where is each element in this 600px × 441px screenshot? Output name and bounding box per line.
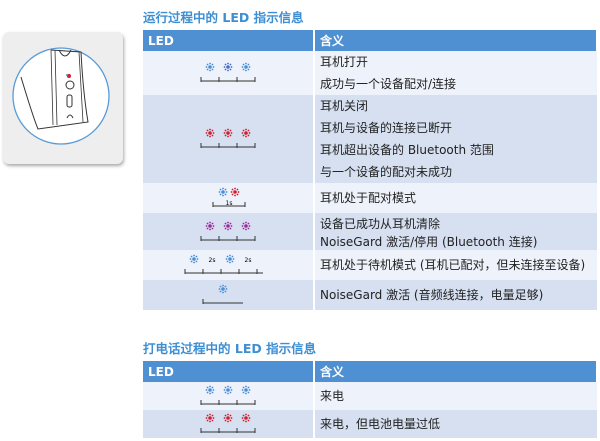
led-blink-icon — [205, 385, 215, 395]
led-blink-icon — [223, 413, 233, 423]
led-blink-icon — [241, 62, 251, 72]
meaning-text: 与一个设备的配对未成功 — [320, 165, 453, 179]
led-pattern: 2s 2s — [184, 254, 263, 274]
led-blink-icon — [241, 413, 251, 423]
interval-label: 2s — [245, 257, 252, 264]
meaning-text: 来电 — [320, 389, 345, 403]
led-cell — [143, 51, 315, 95]
led-blink-icon — [205, 221, 215, 230]
led-cell — [143, 382, 315, 410]
led-blink-icon — [218, 187, 228, 197]
led-blink-icon — [230, 187, 240, 197]
meaning-cell: 来电，但电池电量过低 — [314, 410, 597, 438]
led-cell — [143, 95, 315, 183]
led-blink-icon — [205, 62, 215, 72]
meaning-text: 耳机打开 — [320, 55, 369, 69]
led-cell: 2s 2s — [143, 250, 315, 280]
led-pattern — [200, 62, 256, 82]
col-led: LED — [143, 30, 315, 51]
interval-label: 2s — [209, 257, 216, 264]
led-cell — [143, 213, 315, 250]
meaning-cell: 耳机处于配对模式 — [314, 183, 597, 213]
section1-title: 运行过程中的 LED 指示信息 — [143, 10, 304, 25]
col-led: LED — [143, 361, 315, 382]
meaning-text: 耳机处于待机模式 (耳机已配对，但未连接至设备) — [320, 257, 586, 272]
col-meaning: 含义 — [314, 361, 598, 382]
led-blink-icon — [223, 221, 233, 230]
led-blink-icon — [223, 62, 233, 72]
led-cell: 1s — [143, 183, 315, 213]
meaning-text: NoiseGard 激活/停用 (Bluetooth 连接) — [320, 235, 538, 249]
led-pattern — [200, 221, 256, 241]
meaning-text: 耳机处于配对模式 — [320, 191, 417, 205]
section2-title: 打电话过程中的 LED 指示信息 — [143, 341, 317, 356]
led-pattern: 1s — [212, 187, 246, 207]
table-row: 来电，但电池电量过低 — [143, 410, 597, 438]
meaning-cell: NoiseGard 激活 (音频线连接，电量足够) — [314, 280, 597, 310]
table-row: 2s 2s 耳机处于待机模式 (耳机已配对，但未连接至设备) — [143, 250, 597, 280]
led-cell — [143, 410, 315, 438]
meaning-text: 来电，但电池电量过低 — [320, 417, 441, 431]
table-row: 设备已成功从耳机清除 NoiseGard 激活/停用 (Bluetooth 连接) — [143, 213, 597, 250]
meaning-cell: 耳机处于待机模式 (耳机已配对，但未连接至设备) — [314, 250, 597, 280]
meaning-text: 耳机与设备的连接已断开 — [320, 121, 453, 135]
table-row: 耳机打开成功与一个设备配对/连接 — [143, 51, 597, 95]
led-pattern — [202, 284, 243, 304]
meaning-text: 成功与一个设备配对/连接 — [320, 77, 457, 91]
meaning-text: 设备已成功从耳机清除 — [320, 217, 441, 231]
led-blink-icon — [218, 284, 228, 294]
led-blink-icon — [241, 221, 251, 230]
led-pattern — [200, 413, 256, 433]
led-pattern — [200, 128, 256, 148]
meaning-text: NoiseGard 激活 (音频线连接，电量足够) — [320, 287, 544, 302]
table-row: 耳机关闭耳机与设备的连接已断开耳机超出设备的 Bluetooth 范围与一个设备… — [143, 95, 597, 183]
led-blink-icon — [205, 128, 215, 138]
led-cell — [143, 280, 315, 310]
col-meaning: 含义 — [314, 30, 598, 51]
table-row: 来电 — [143, 382, 597, 410]
led-blink-icon — [241, 128, 251, 138]
meaning-cell: 耳机关闭耳机与设备的连接已断开耳机超出设备的 Bluetooth 范围与一个设备… — [314, 95, 597, 183]
meaning-cell: 设备已成功从耳机清除 NoiseGard 激活/停用 (Bluetooth 连接) — [314, 213, 597, 250]
interval-label: 1s — [226, 200, 233, 207]
led-blink-icon — [189, 254, 199, 264]
meaning-text: 耳机超出设备的 Bluetooth 范围 — [320, 143, 494, 157]
meaning-cell: 来电 — [314, 382, 597, 410]
led-blink-icon — [205, 413, 215, 423]
led-pattern — [200, 385, 256, 405]
led-blink-icon — [223, 385, 233, 395]
table-row: NoiseGard 激活 (音频线连接，电量足够) — [143, 280, 597, 310]
led-blink-icon — [223, 128, 233, 138]
meaning-text: 耳机关闭 — [320, 99, 369, 113]
led-blink-icon — [225, 254, 235, 264]
table-row: 1s 耳机处于配对模式 — [143, 183, 597, 213]
meaning-cell: 耳机打开成功与一个设备配对/连接 — [314, 51, 597, 95]
headset-led-illustration — [3, 32, 123, 164]
led-blink-icon — [241, 385, 251, 395]
